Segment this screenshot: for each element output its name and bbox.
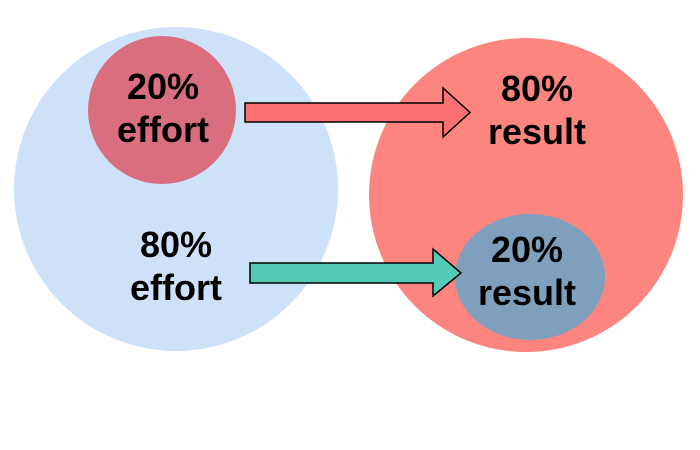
effort-to-result-teal-arrow — [249, 247, 463, 298]
small-effort-word: effort — [117, 109, 209, 150]
small-result-percent: 20% — [490, 229, 564, 270]
big-effort-percent: 80% — [139, 224, 213, 265]
small-result-circle — [455, 214, 605, 340]
small-effort-percent: 20% — [126, 66, 200, 107]
big-result-word: result — [487, 111, 587, 152]
small-result-label: 20% result — [478, 228, 576, 314]
effort-to-result-red-arrow — [244, 86, 472, 139]
big-result-percent: 80% — [500, 68, 574, 109]
big-effort-label: 80% effort — [130, 223, 222, 309]
small-effort-label: 20% effort — [117, 65, 209, 151]
small-effort-circle — [88, 36, 236, 184]
small-result-word: result — [477, 272, 577, 313]
big-result-label: 80% result — [488, 67, 586, 153]
big-effort-word: effort — [130, 267, 222, 308]
